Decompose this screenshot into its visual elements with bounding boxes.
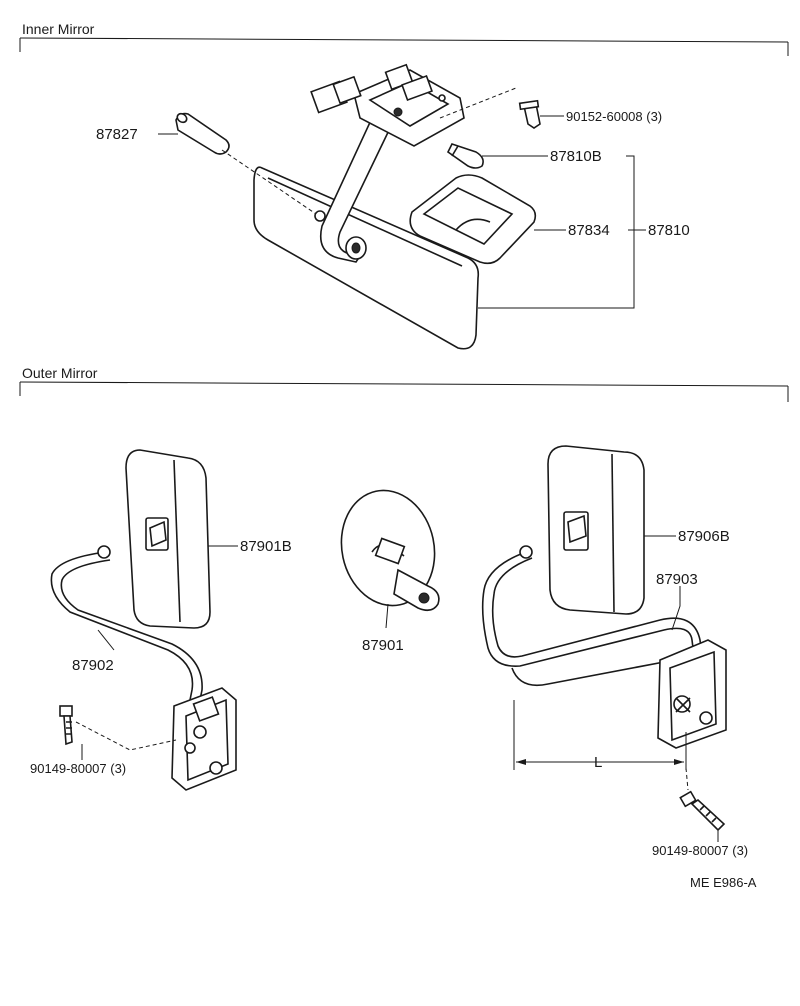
drawing-code: ME E986-A (690, 875, 757, 890)
mirror-pin-hole (314, 210, 326, 222)
label-87834: 87834 (568, 222, 610, 239)
dimension-l (513, 700, 687, 770)
inner-mirror-mount-bracket (310, 63, 465, 147)
label-87827: 87827 (96, 126, 138, 143)
label-87903: 87903 (656, 571, 698, 588)
label-90149-80007-right: 90149-80007 (3) (652, 843, 748, 858)
outer-mirror-left-bracket (171, 687, 237, 791)
inner-mirror-lamp-lens (409, 174, 537, 265)
outer-mirror-left-head (125, 449, 211, 629)
label-90149-80007-left: 90149-80007 (3) (30, 761, 126, 776)
left-bolt-dashed-guide (75, 721, 177, 751)
inner-mirror-glass (253, 166, 480, 350)
outer-mirror-section-title: Outer Mirror (22, 365, 98, 381)
outer-mirror-right-bracket (657, 639, 727, 749)
outer-mirror-section-frame (19, 381, 789, 402)
label-dimension-l: L (594, 754, 602, 771)
inner-mirror-stay-arm (319, 117, 394, 263)
inner-mirror-bulb (446, 143, 484, 169)
inner-mirror-pin (175, 112, 230, 155)
label-87906b: 87906B (678, 528, 730, 545)
outer-mirror-left-stay (50, 545, 203, 701)
outer-mirror-right-bolt (679, 790, 726, 832)
outer-right-leaders (644, 535, 719, 842)
inner-mirror-section-frame (19, 37, 789, 56)
outer-left-leaders (81, 545, 238, 760)
inner-mirror-screw (518, 99, 541, 129)
right-bolt-dashed-guide (685, 767, 689, 791)
label-87810b: 87810B (550, 148, 602, 165)
label-87810: 87810 (648, 222, 690, 239)
label-87901b: 87901B (240, 538, 292, 555)
pin-dashed-guide (221, 149, 317, 215)
outer-mirror-right-stay (481, 545, 703, 687)
inner-mirror-leaders (158, 115, 646, 309)
label-90152-60008: 90152-60008 (3) (566, 109, 662, 124)
outer-mirror-left-bolt (59, 705, 73, 746)
leader-87901 (385, 603, 389, 629)
outer-mirror-right-head (547, 445, 645, 615)
outer-mirror-round-head (340, 489, 440, 612)
label-87902: 87902 (72, 657, 114, 674)
label-87901: 87901 (362, 637, 404, 654)
inner-mirror-section-title: Inner Mirror (22, 21, 95, 37)
